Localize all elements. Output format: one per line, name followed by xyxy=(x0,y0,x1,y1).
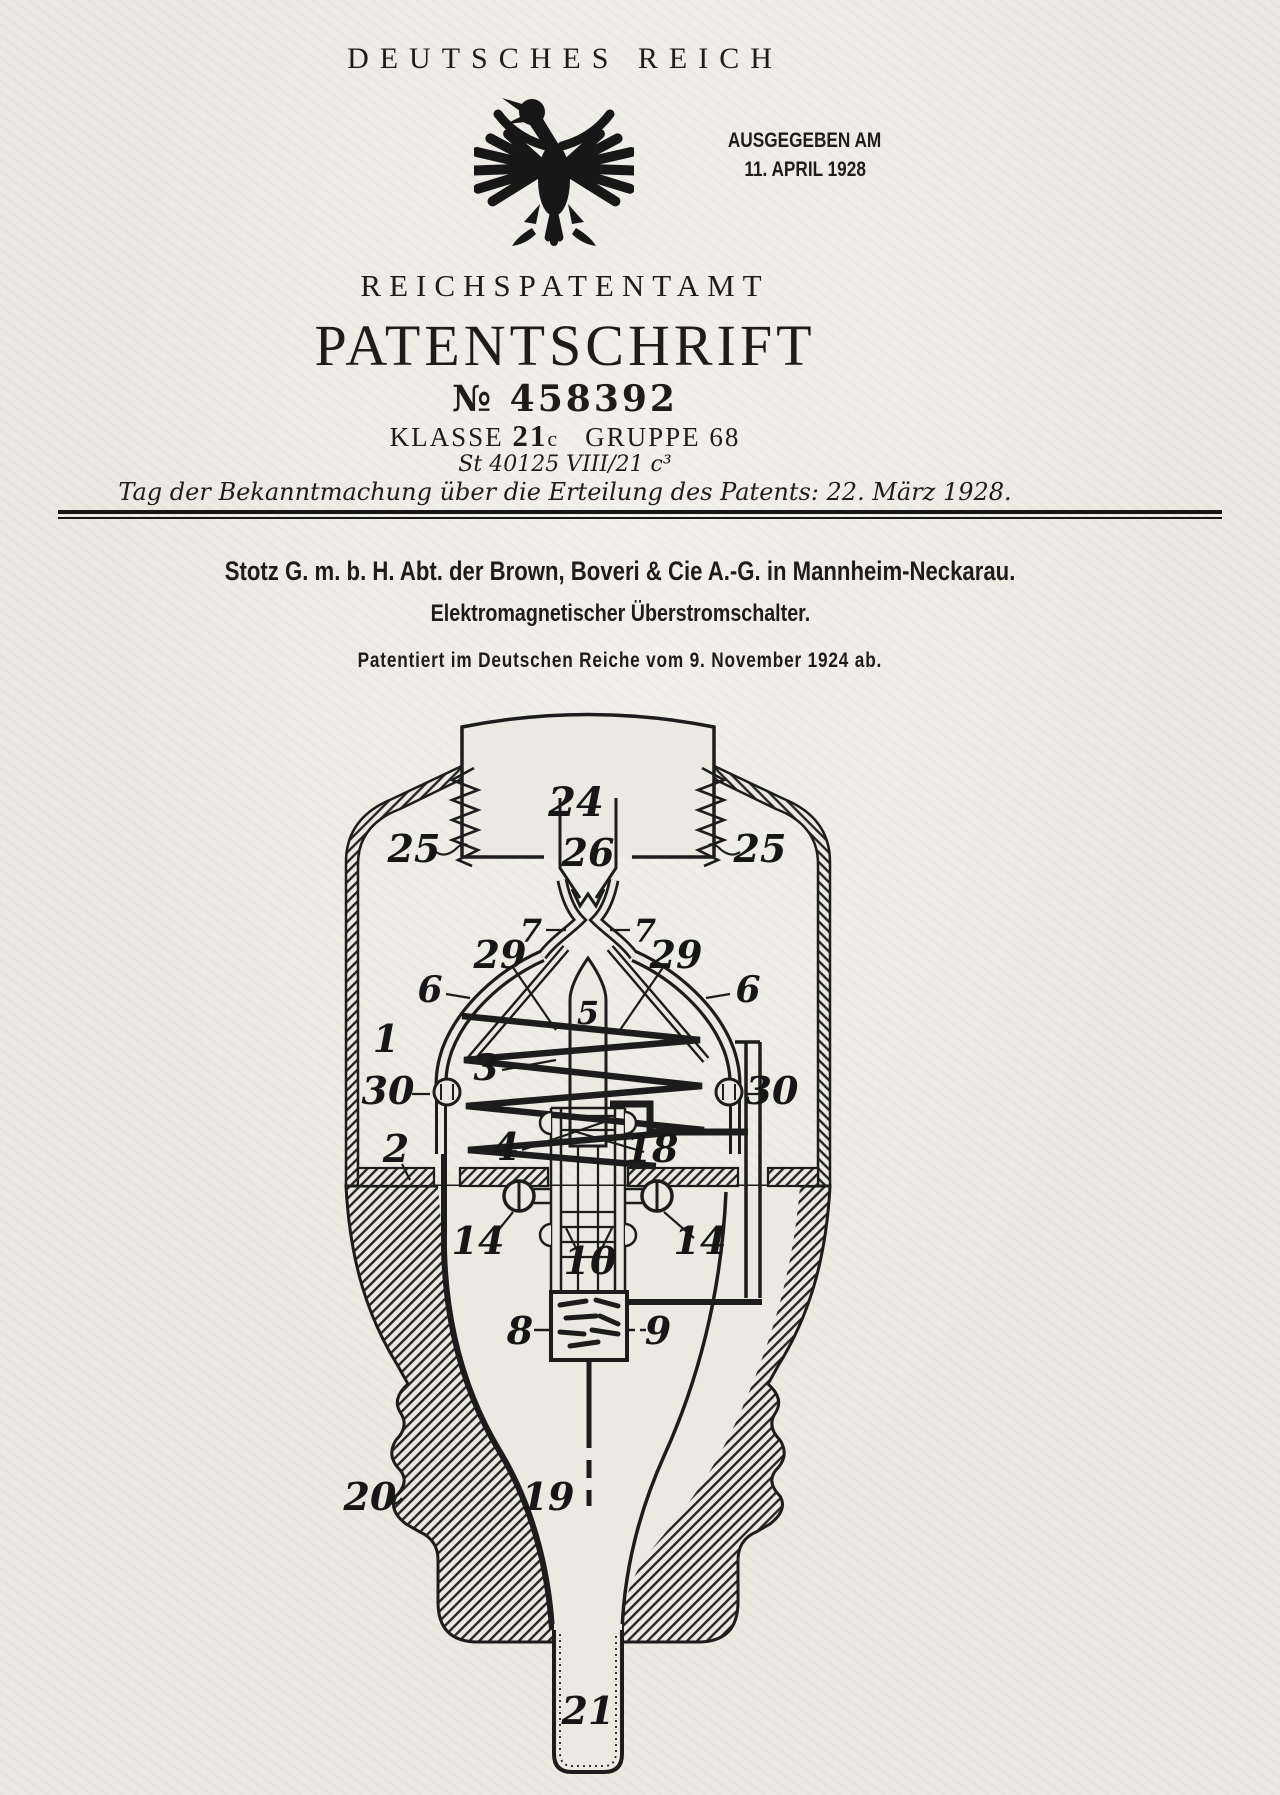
figure-label-25-right: 25 xyxy=(733,826,787,871)
figure-label-3: 3 xyxy=(473,1047,498,1089)
group-number: 68 xyxy=(709,422,741,452)
figure-label-4: 4 xyxy=(493,1124,519,1169)
group-word: GRUPPE xyxy=(585,422,701,452)
inner-channel-19 xyxy=(372,1186,800,1632)
figure-label-7-right: 7 xyxy=(634,912,656,950)
contact-notch xyxy=(570,888,606,910)
class-number: 21 xyxy=(512,418,548,453)
leader-lines xyxy=(387,965,764,1505)
fuse-box xyxy=(549,1290,629,1506)
figure-label-25-left: 25 xyxy=(387,826,441,871)
figure-label-29-left: 29 xyxy=(473,932,527,977)
figure-label-7-left: 7 xyxy=(520,912,542,950)
figure-labels: 24 26 25 25 7 7 29 29 6 6 1 5 3 30 30 2 … xyxy=(343,779,799,1733)
figure-label-19: 19 xyxy=(522,1474,575,1519)
channel-right-edge xyxy=(620,1191,728,1633)
figure-label-6-right: 6 xyxy=(735,969,760,1011)
separator-rule-thick xyxy=(58,510,1222,514)
figure-label-5: 5 xyxy=(577,994,599,1032)
figure-label-9: 9 xyxy=(645,1308,671,1353)
conductor-frame xyxy=(610,1040,762,1305)
reichsadler-eagle-emblem xyxy=(474,98,634,246)
figure-label-30-left: 30 xyxy=(362,1068,415,1113)
eagle-beak-upper xyxy=(502,98,524,114)
country-heading: DEUTSCHES REICH xyxy=(347,42,783,75)
bell-dome xyxy=(434,945,742,1154)
eagle-right-wing xyxy=(565,128,634,207)
eagle-body xyxy=(538,144,570,216)
figure-label-29-right: 29 xyxy=(649,932,703,977)
figure-label-20: 20 xyxy=(343,1474,397,1519)
class-word: KLASSE xyxy=(389,422,504,452)
guide-tube-assembly xyxy=(538,1106,638,1292)
class-group-line: KLASSE 21c GRUPPE 68 xyxy=(0,418,1130,454)
issued-line-1: AUSGEGEBEN AM xyxy=(728,129,882,152)
cap-block xyxy=(460,712,716,910)
patent-figure: 24 26 25 25 7 7 29 29 6 6 1 5 3 30 30 2 … xyxy=(343,712,832,1774)
figure-label-6-left: 6 xyxy=(417,969,442,1011)
figure-label-14-right: 14 xyxy=(674,1218,727,1263)
tripping-coil-spring xyxy=(461,1012,705,1170)
suspension-springs xyxy=(435,766,741,868)
patented-line: Patentiert im Deutschen Reiche vom 9. No… xyxy=(357,649,883,672)
figure-label-26: 26 xyxy=(561,830,615,875)
eagle-tail xyxy=(544,211,564,246)
figure-label-1: 1 xyxy=(373,1016,399,1061)
clamp-terminals xyxy=(432,1077,744,1107)
figure-label-30-right: 30 xyxy=(746,1068,799,1113)
figure-label-10: 10 xyxy=(564,1238,617,1283)
document-type-heading: PATENTSCHRIFT xyxy=(314,313,816,378)
arc-nozzle xyxy=(537,878,639,960)
figure-label-21: 21 xyxy=(561,1688,615,1733)
bottom-contact-tube xyxy=(552,1630,624,1774)
patent-number: № 458392 xyxy=(452,378,678,420)
figure-label-14-left: 14 xyxy=(452,1218,505,1263)
announcement-line: Tag der Bekanntmachung über die Erteilun… xyxy=(118,478,1012,506)
figure-label-24: 24 xyxy=(547,779,604,826)
assignee-line: Stotz G. m. b. H. Abt. der Brown, Boveri… xyxy=(224,556,1016,586)
conductor-channel-left-edge xyxy=(441,1154,555,1631)
figure-label-2: 2 xyxy=(382,1126,409,1171)
separator-rule-thin xyxy=(58,517,1222,519)
fusible-element xyxy=(557,1297,621,1349)
eagle-beak-lower xyxy=(506,116,526,124)
eagle-left-wing xyxy=(474,128,543,207)
partition-plate xyxy=(356,1166,820,1188)
issued-line-2: 11. APRIL 1928 xyxy=(744,158,866,181)
class-subclass: c xyxy=(547,426,560,451)
invention-title: Elektromagnetischer Überstromschalter. xyxy=(430,600,810,627)
figure-label-8: 8 xyxy=(506,1308,533,1353)
terminal-screws xyxy=(502,1179,674,1213)
office-heading: REICHSPATENTAMT xyxy=(360,268,770,303)
eagle-head xyxy=(519,99,545,125)
figure-label-18: 18 xyxy=(626,1126,679,1171)
file-reference: St 40125 VIII/21 c³ xyxy=(458,452,672,477)
